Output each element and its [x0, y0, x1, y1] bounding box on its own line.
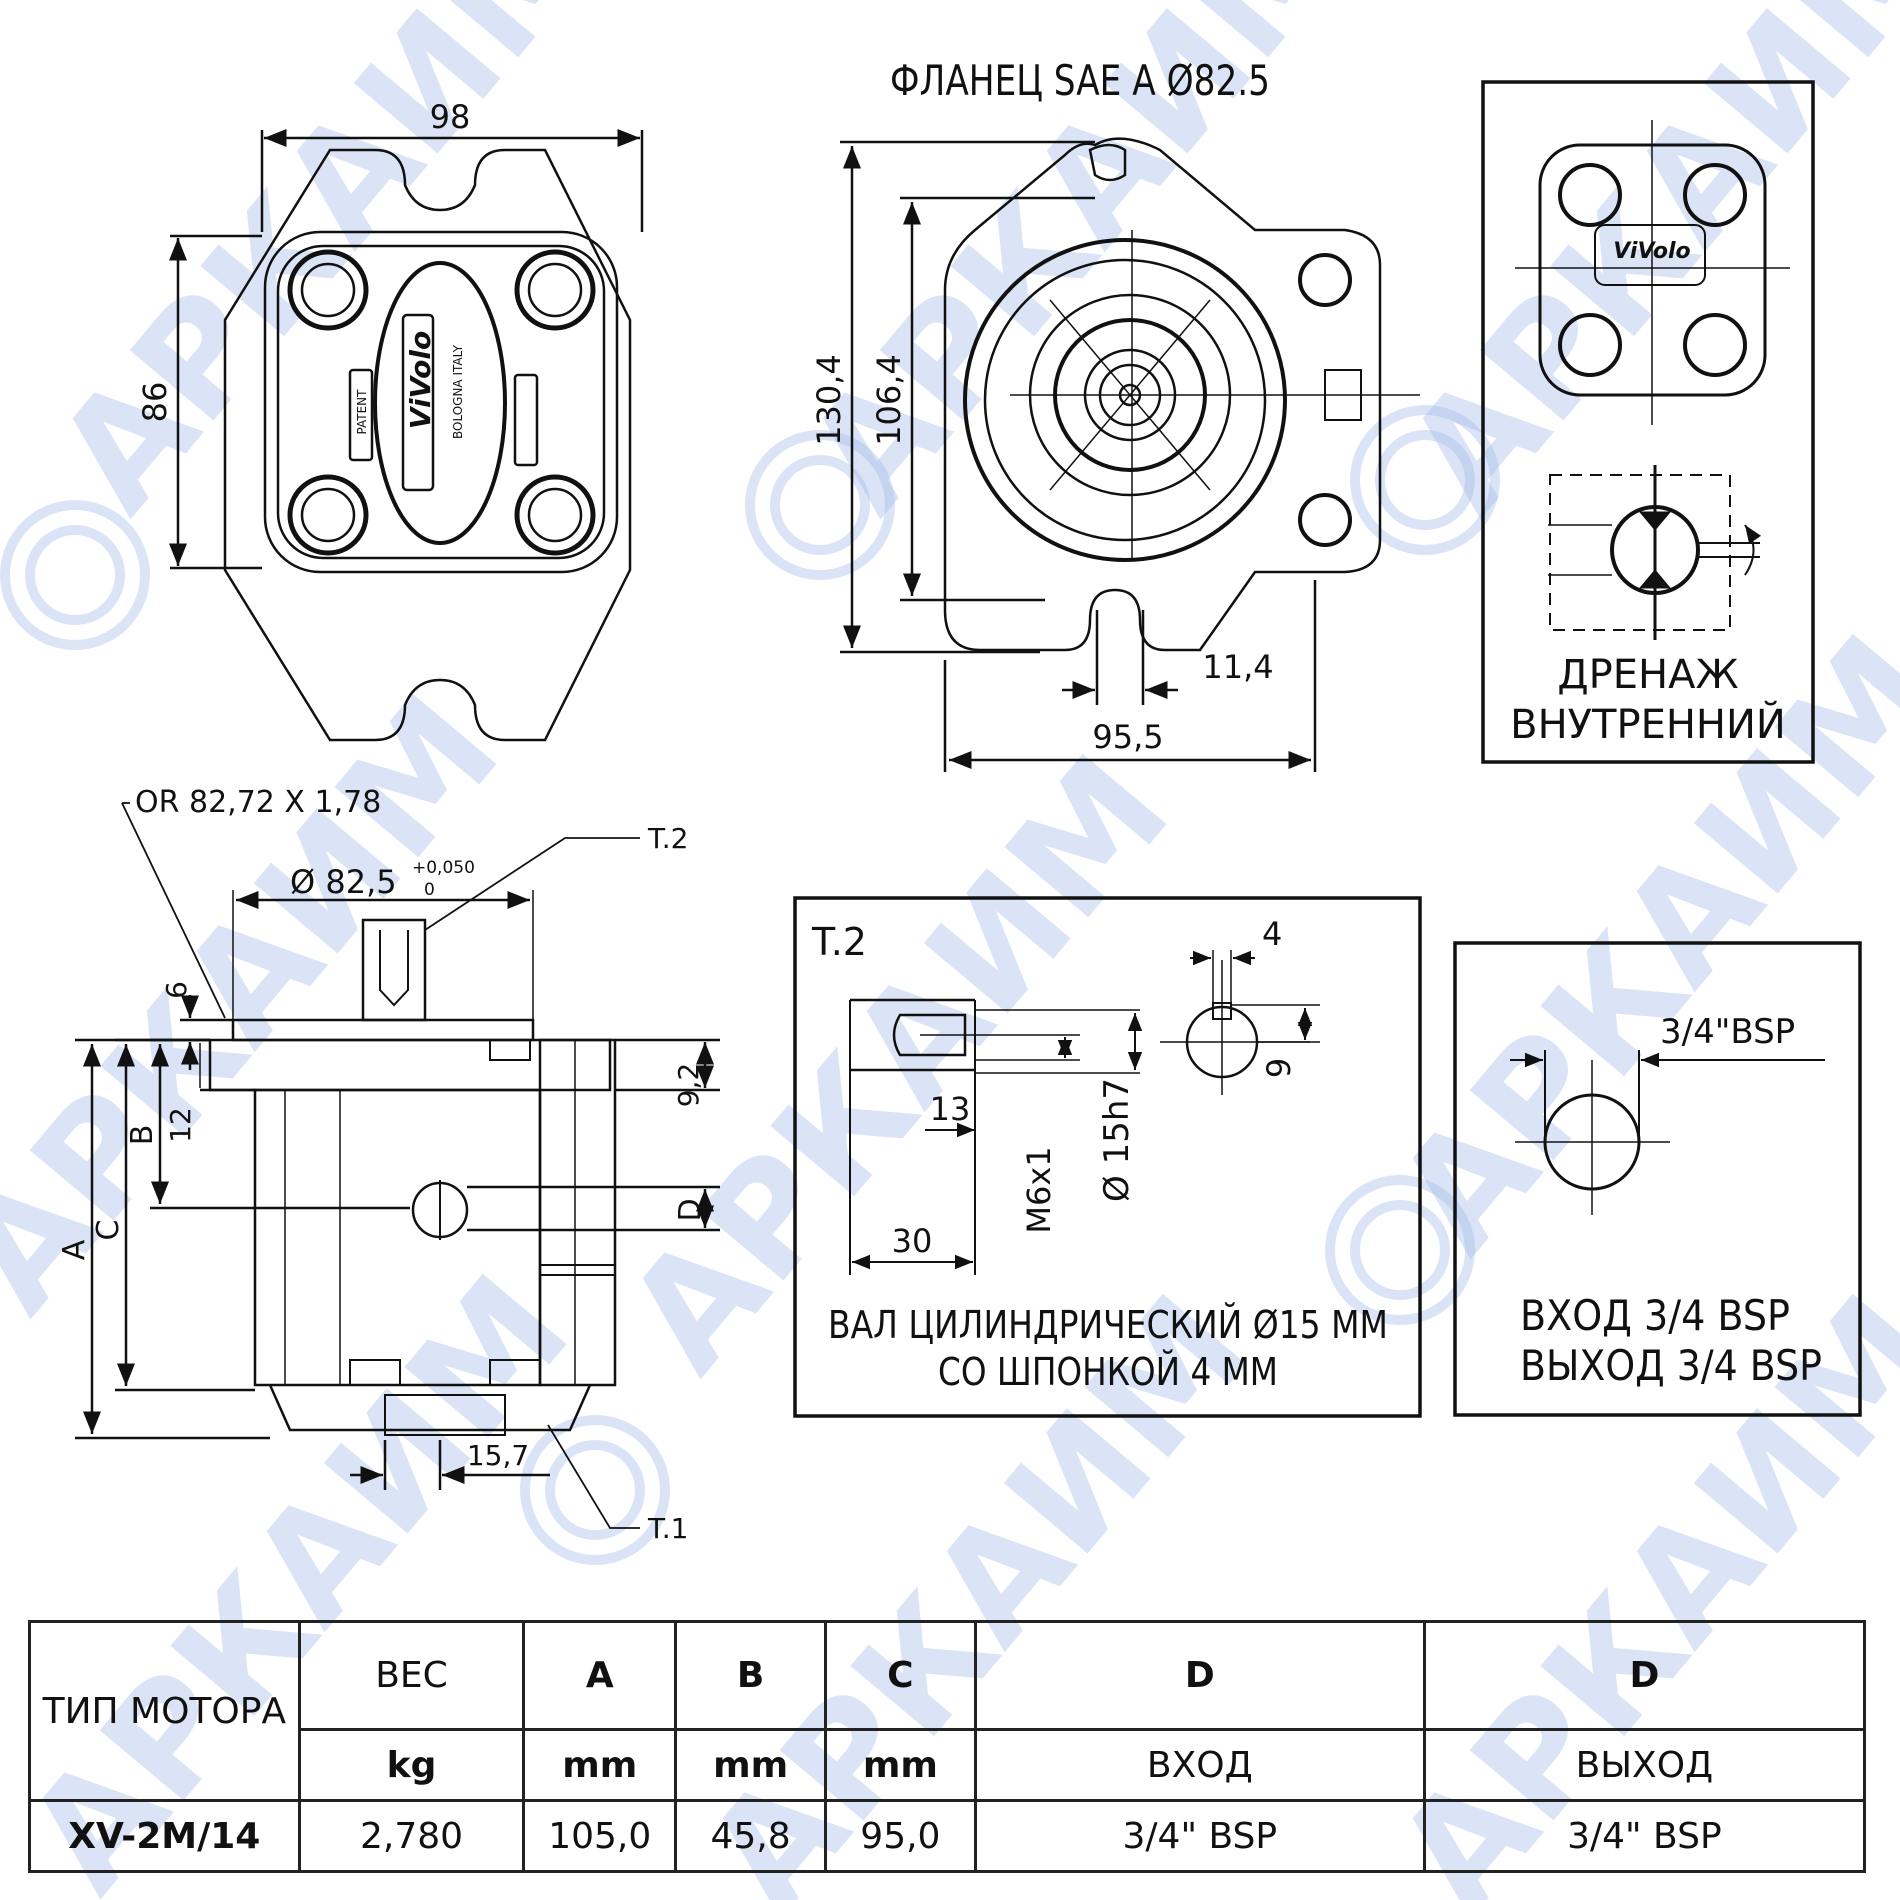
side-view [75, 802, 720, 1529]
header-c: C [823, 1620, 977, 1731]
shaft-caption-line1: ВАЛ ЦИЛИНДРИЧЕСКИЙ Ø15 ММ [828, 1303, 1388, 1347]
label-c: C [91, 1220, 126, 1241]
dim-15-7: 15,7 [467, 1439, 529, 1472]
drain-box [1481, 80, 1815, 764]
unit-c: mm [823, 1728, 977, 1802]
cell-b: 45,8 [674, 1799, 827, 1873]
table-row: XV-2M/14 2,780 105,0 45,8 95,0 3/4" BSP … [28, 1799, 1867, 1873]
dim-6: 6 [160, 981, 193, 999]
cell-c: 95,0 [823, 1799, 977, 1873]
dim-9-2: 9,2 [672, 1063, 705, 1108]
dim-key-13: 13 [930, 1090, 971, 1128]
pilot-tolerance-upper: +0,050 [412, 858, 475, 878]
header-a: A [522, 1620, 678, 1731]
inlet-port-text: ВХОД 3/4 BSP [1520, 1291, 1790, 1340]
label-b: B [125, 1125, 160, 1146]
dim-95-5: 95,5 [1092, 718, 1163, 756]
logo-sub-front: BOLOGNA ITALY [451, 344, 465, 439]
cell-d-out: 3/4" BSP [1422, 1799, 1867, 1873]
dim-130-4: 130,4 [810, 354, 848, 446]
header-b: B [674, 1620, 827, 1731]
cell-type: XV-2M/14 [28, 1799, 301, 1873]
dim-key-9: 9 [1260, 1058, 1298, 1078]
table-units-row: kg mm mm mm ВХОД ВЫХОД [30, 1728, 1867, 1802]
port-detail-box [1453, 941, 1862, 1417]
shaft-detail-box [793, 896, 1422, 1418]
header-weight: ВЕС [297, 1620, 526, 1731]
pilot-diameter: Ø 82,5 [290, 863, 397, 901]
header-d-in: D [973, 1620, 1426, 1731]
unit-weight: kg [297, 1728, 526, 1802]
watermark-text: АРКАИМ [24, 0, 633, 543]
patent-label: PATENT [355, 389, 369, 435]
port-size-label: 3/4"BSP [1660, 1012, 1795, 1052]
oring-label: OR 82,72 X 1,78 [135, 785, 381, 820]
dim-shaft-30: 30 [892, 1222, 933, 1260]
shaft-diameter-15h7: Ø 15h7 [1097, 1078, 1137, 1202]
t2-reference: T.2 [647, 822, 689, 855]
unit-a: mm [522, 1728, 678, 1802]
cell-d-in: 3/4" BSP [973, 1799, 1426, 1873]
cell-a: 105,0 [522, 1799, 678, 1873]
table-header-row: ТИП МОТОРА ВЕС A B C D D [28, 1620, 1867, 1802]
dim-11-4: 11,4 [1202, 648, 1273, 686]
dim-106-4: 106,4 [870, 354, 908, 446]
pilot-tolerance-lower: 0 [424, 880, 435, 900]
logo-text-drain: ViVolo [1613, 239, 1690, 264]
shaft-caption-line2: СО ШПОНКОЙ 4 ММ [938, 1350, 1278, 1394]
dim-height-86: 86 [136, 382, 174, 423]
flange-title: ФЛАНЕЦ SAE A Ø82.5 [890, 56, 1270, 105]
drain-label-line1: ДРЕНАЖ [1557, 652, 1738, 698]
outlet-port-text: ВЫХОД 3/4 BSP [1520, 1341, 1822, 1390]
dim-key-4: 4 [1262, 915, 1282, 953]
unit-d-out: ВЫХОД [1422, 1728, 1867, 1802]
shaft-box-title: T.2 [811, 920, 867, 964]
flange-view [840, 137, 1420, 772]
header-d-out: D [1422, 1620, 1867, 1731]
dim-12: 12 [164, 1107, 197, 1143]
thread-m6x1: M6x1 [1020, 1146, 1058, 1233]
label-a: A [57, 1239, 92, 1260]
label-d: D [673, 1198, 708, 1221]
t1-reference: T.1 [647, 1512, 689, 1545]
dim-width-98: 98 [430, 98, 471, 136]
header-type: ТИП МОТОРА [28, 1620, 301, 1802]
front-view [169, 129, 644, 742]
cell-weight: 2,780 [297, 1799, 526, 1873]
drain-label-line2: ВНУТРЕННИЙ [1510, 700, 1786, 748]
unit-d-in: ВХОД [973, 1728, 1426, 1802]
unit-b: mm [674, 1728, 827, 1802]
spec-table: ТИП МОТОРА ВЕС A B C D D kg mm mm mm ВХО… [28, 1620, 1867, 1873]
logo-text-front: ViVolo [404, 331, 437, 429]
